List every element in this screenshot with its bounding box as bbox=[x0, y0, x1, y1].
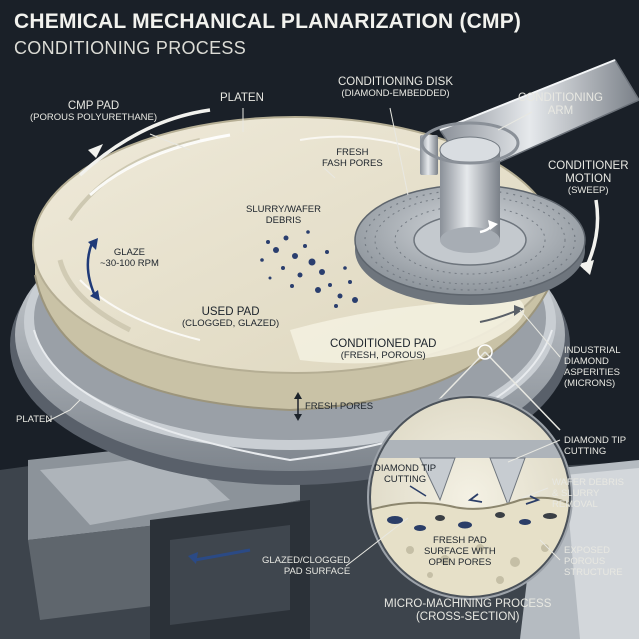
label-slurry-wafer-debris: SLURRY/WAFER DEBRIS bbox=[246, 204, 321, 226]
label-micro-machining-process: MICRO-MACHINING PROCESS (CROSS-SECTION) bbox=[384, 598, 552, 624]
main-title: CHEMICAL MECHANICAL PLANARIZATION (CMP) bbox=[14, 10, 522, 33]
label-diamond-tip-cutting-right: DIAMOND TIP CUTTING bbox=[564, 435, 627, 457]
label-industrial-diamond-asperities: INDUSTRIAL DIAMOND ASPERITIES (MICRONS) bbox=[564, 345, 621, 389]
label-conditioning-disk: CONDITIONING DISK (DIAMOND-EMBEDDED) bbox=[338, 76, 454, 100]
label-wafer-debris-removal: WAFER DEBRIS & SLURRY REMOVAL bbox=[552, 477, 624, 510]
label-cmp-pad: CMP PAD (POROUS POLYURETHANE) bbox=[30, 100, 158, 124]
pad-rotation-arrows bbox=[78, 108, 600, 301]
label-conditioned-pad: CONDITIONED PAD (FRESH, POROUS) bbox=[330, 338, 437, 362]
label-platen-left: PLATEN bbox=[16, 414, 53, 425]
label-conditioning-arm: CONDITIONING ARM bbox=[518, 92, 603, 118]
cmp-pad-top bbox=[32, 116, 558, 374]
label-conditioner-motion: CONDITIONER MOTION (SWEEP) bbox=[548, 160, 629, 197]
label-glazed-clogged-surface: GLAZED/CLOGGED PAD SURFACE bbox=[262, 555, 351, 577]
cross-section-zoom bbox=[367, 344, 573, 600]
label-used-pad: USED PAD (CLOGGED, GLAZED) bbox=[182, 306, 280, 330]
label-glaze: GLAZE ~30-100 RPM bbox=[100, 247, 159, 269]
fresh-pores-marker bbox=[294, 392, 302, 421]
label-fresh-pad-surface: FRESH PAD SURFACE WITH OPEN PORES bbox=[424, 535, 496, 568]
label-platen-top: PLATEN bbox=[220, 92, 264, 104]
label-fresh-fash-pores: FRESH FASH PORES bbox=[322, 147, 383, 169]
label-exposed-porous-structure: EXPOSED POROUS STRUCTURE bbox=[564, 545, 623, 578]
label-diamond-tip-cutting-inner: DIAMOND TIP CUTTING bbox=[374, 463, 437, 485]
label-fresh-pores: FRESH PORES bbox=[305, 401, 374, 412]
leader-lines bbox=[45, 107, 561, 567]
conditioning-disk bbox=[354, 121, 586, 305]
slurry-debris-particles bbox=[260, 230, 358, 308]
subtitle: CONDITIONING PROCESS bbox=[14, 38, 247, 58]
